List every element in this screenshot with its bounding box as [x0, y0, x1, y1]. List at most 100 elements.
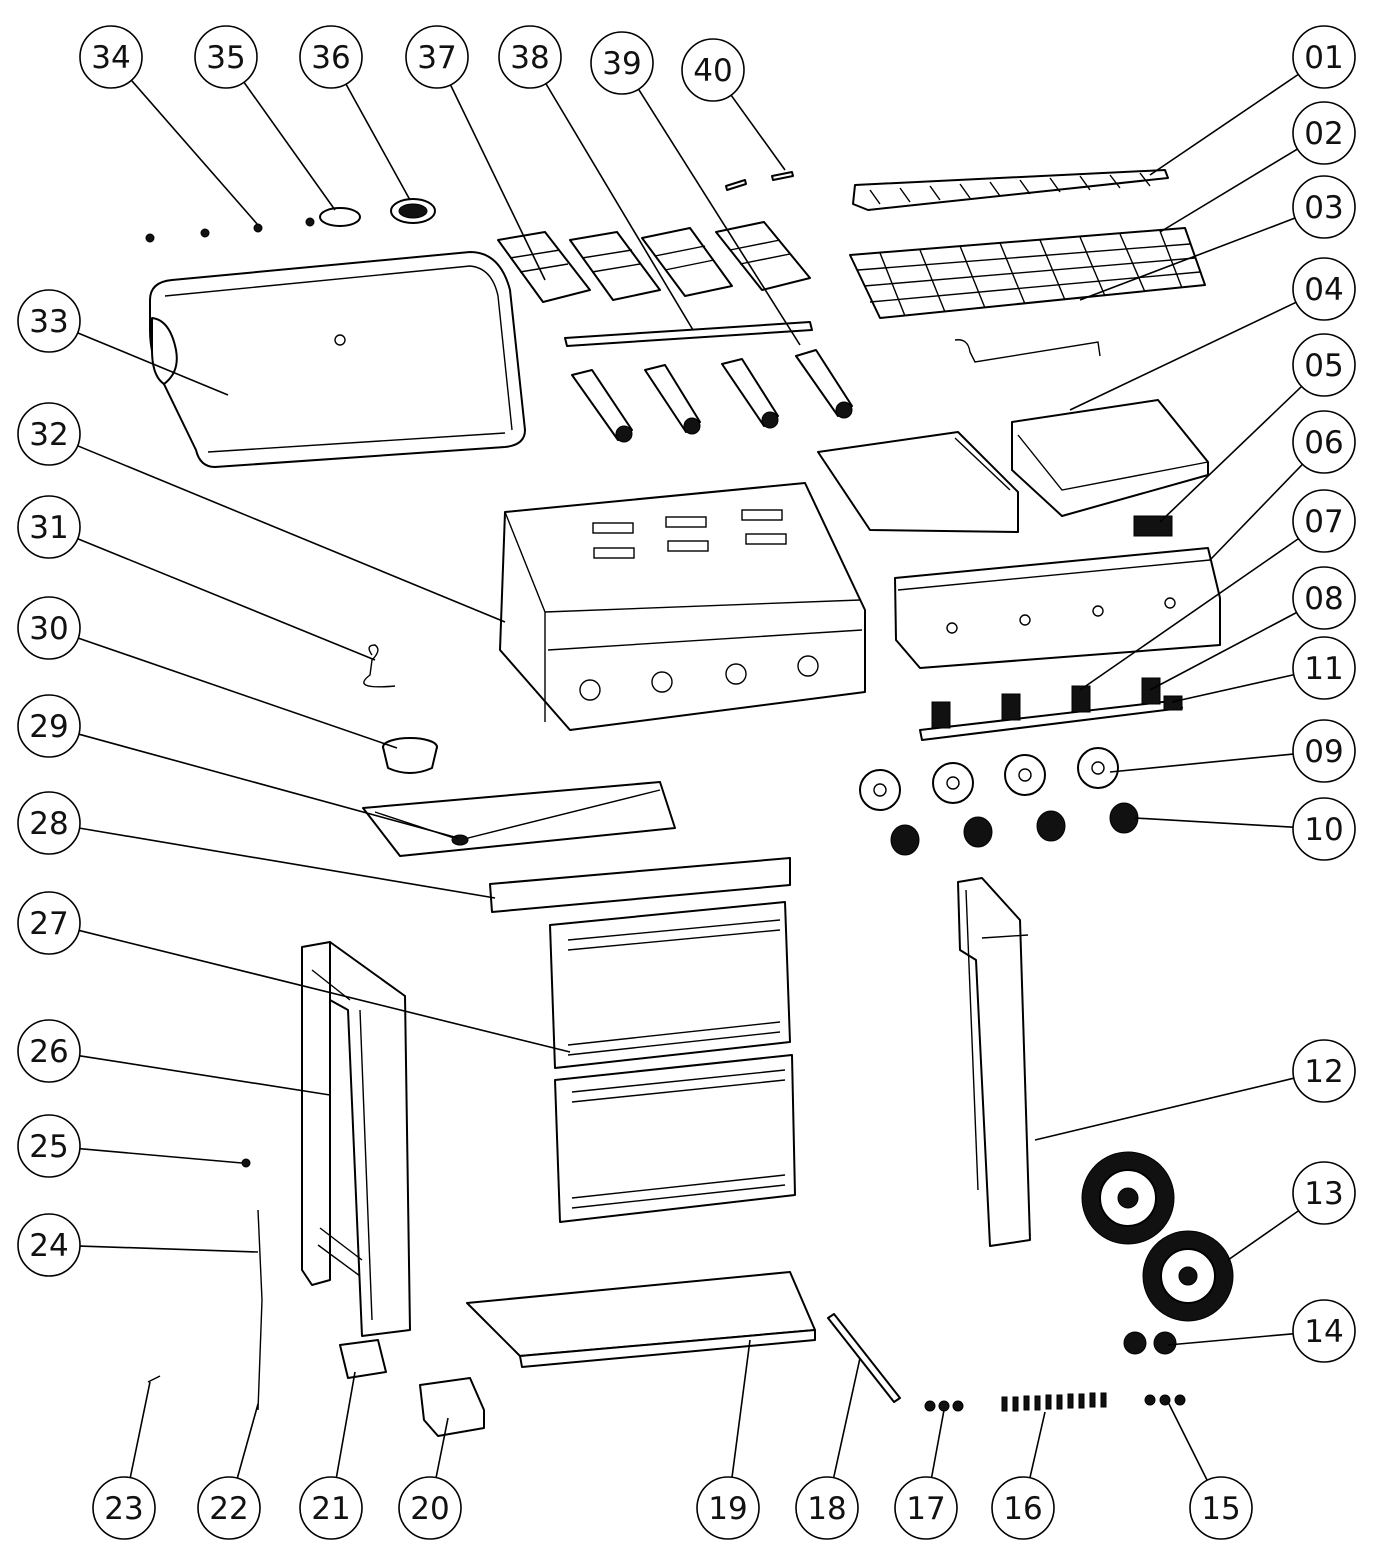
- leader-line-27: [78, 929, 571, 1053]
- callout-label: 38: [510, 40, 549, 76]
- parts-drawing: [145, 169, 1234, 1437]
- callout-circle: [894, 1476, 958, 1540]
- leader-lines: [77, 73, 1304, 1481]
- callout-22: 22: [197, 1476, 261, 1540]
- callout-circle: [696, 1476, 760, 1540]
- part-right-frame-12: [957, 877, 1031, 1247]
- callout-circle: [1292, 410, 1356, 474]
- callout-label: 29: [29, 709, 68, 745]
- part-bezel-35: [319, 207, 361, 227]
- callout-label: 25: [29, 1129, 68, 1165]
- callout-27: 27: [17, 891, 81, 955]
- callout-label: 15: [1201, 1491, 1240, 1527]
- callout-circle: [1292, 25, 1356, 89]
- callout-13: 13: [1292, 1161, 1356, 1225]
- part-screws-34: [145, 217, 315, 243]
- part-warming-rack-01: [852, 169, 1169, 211]
- callout-33: 33: [17, 289, 81, 353]
- callout-circle: [1292, 636, 1356, 700]
- callout-circle: [795, 1476, 859, 1540]
- callout-label: 11: [1304, 651, 1343, 687]
- callout-circle: [17, 596, 81, 660]
- part-wheels-13: [1081, 1151, 1234, 1322]
- callout-19: 19: [696, 1476, 760, 1540]
- callout-29: 29: [17, 694, 81, 758]
- leader-line-16: [1029, 1411, 1046, 1478]
- part-rod-18: [827, 1313, 901, 1403]
- callout-24: 24: [17, 1213, 81, 1277]
- callout-35: 35: [194, 25, 258, 89]
- callout-18: 18: [795, 1476, 859, 1540]
- callout-16: 16: [991, 1476, 1055, 1540]
- callout-circle: [1292, 797, 1356, 861]
- callout-circle: [1292, 1299, 1356, 1363]
- leader-line-40: [730, 94, 786, 171]
- callout-25: 25: [17, 1114, 81, 1178]
- callout-07: 07: [1292, 489, 1356, 553]
- callout-label: 10: [1304, 812, 1343, 848]
- callout-circle: [405, 25, 469, 89]
- leader-line-28: [79, 827, 496, 899]
- callout-26: 26: [17, 1019, 81, 1083]
- callout-38: 38: [498, 25, 562, 89]
- callout-circle: [1292, 489, 1356, 553]
- callout-label: 36: [311, 40, 350, 76]
- leader-line-11: [1171, 673, 1294, 703]
- callout-label: 19: [708, 1491, 747, 1527]
- part-burners-39: [571, 349, 853, 443]
- callout-label: 37: [417, 40, 456, 76]
- part-hook-box-20: [419, 1377, 485, 1437]
- callout-02: 02: [1292, 101, 1356, 165]
- leader-line-39: [637, 88, 801, 346]
- callout-circle: [17, 891, 81, 955]
- leader-line-12: [1034, 1077, 1295, 1141]
- callout-label: 13: [1304, 1176, 1343, 1212]
- callout-label: 30: [29, 611, 68, 647]
- part-grease-cup-30: [382, 737, 438, 774]
- callout-14: 14: [1292, 1299, 1356, 1363]
- callout-circle: [1189, 1476, 1253, 1540]
- leader-line-09: [1109, 753, 1294, 773]
- part-bolts-40: [725, 171, 794, 191]
- callout-label: 04: [1304, 272, 1343, 308]
- callout-circle: [991, 1476, 1055, 1540]
- callout-04: 04: [1292, 257, 1356, 321]
- leader-line-32: [77, 445, 506, 623]
- leader-line-13: [1227, 1210, 1300, 1261]
- callout-36: 36: [299, 25, 363, 89]
- callout-05: 05: [1292, 333, 1356, 397]
- callout-label: 18: [807, 1491, 846, 1527]
- part-casters-14: [1123, 1331, 1177, 1355]
- callout-label: 32: [29, 417, 68, 453]
- callout-label: 12: [1304, 1054, 1343, 1090]
- part-hook-31: [363, 644, 396, 688]
- callout-circle: [1292, 333, 1356, 397]
- callout-circle: [17, 1213, 81, 1277]
- part-knobs-10: [890, 802, 1139, 856]
- part-knob-bezels-09: [859, 747, 1119, 811]
- leader-line-24: [79, 1245, 259, 1253]
- part-electrode-03: [954, 339, 1101, 363]
- part-ignition-cable-24: [257, 1209, 263, 1411]
- callout-circle: [1292, 101, 1356, 165]
- callout-label: 28: [29, 806, 68, 842]
- callout-label: 40: [693, 53, 732, 89]
- callout-09: 09: [1292, 719, 1356, 783]
- callout-37: 37: [405, 25, 469, 89]
- leader-line-19: [731, 1339, 751, 1478]
- callout-label: 05: [1304, 348, 1343, 384]
- part-bolts-16: [1001, 1392, 1107, 1412]
- callout-32: 32: [17, 402, 81, 466]
- leader-line-04: [1069, 301, 1297, 411]
- leader-line-26: [79, 1055, 331, 1096]
- leader-line-33: [77, 332, 229, 396]
- callout-circle: [92, 1476, 156, 1540]
- callout-label: 17: [906, 1491, 945, 1527]
- callout-circle: [1292, 719, 1356, 783]
- leader-line-35: [243, 81, 336, 211]
- callout-label: 31: [29, 510, 68, 546]
- part-firebox-32: [499, 482, 866, 731]
- callout-circle: [398, 1476, 462, 1540]
- leader-line-02: [1159, 148, 1298, 233]
